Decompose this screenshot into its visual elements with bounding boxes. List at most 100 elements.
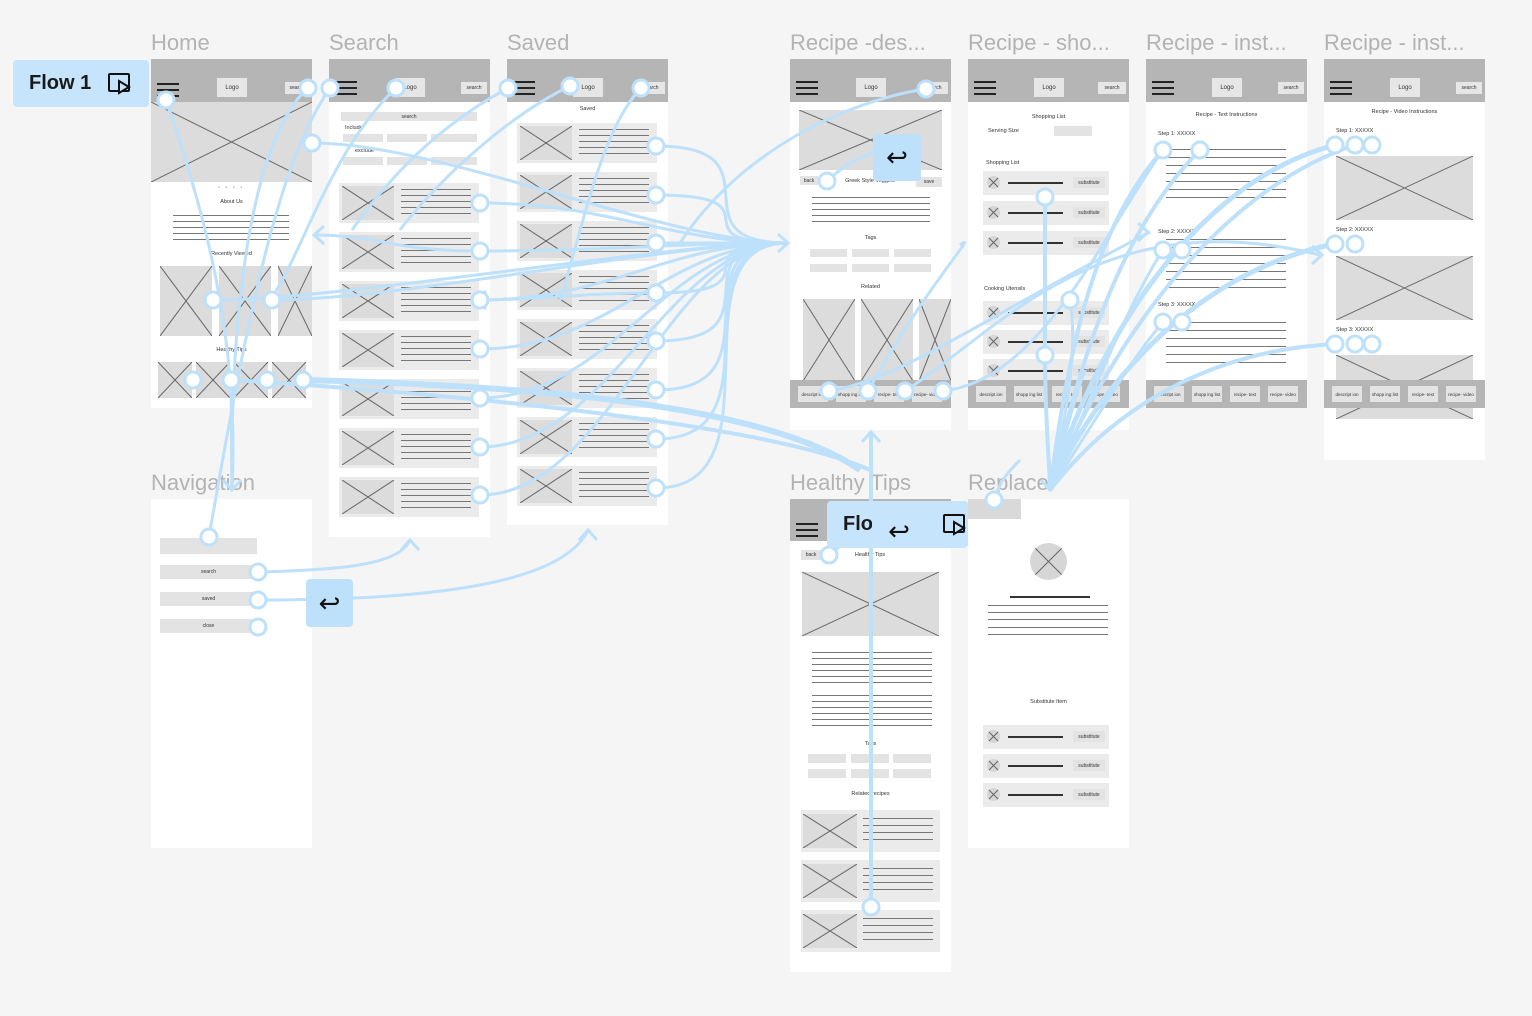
exclude-chip[interactable] [343,157,383,165]
search-button[interactable]: search [1456,82,1482,94]
list-item[interactable]: substitute [983,171,1109,195]
include-chip[interactable] [343,134,383,142]
list-item[interactable] [517,319,657,359]
frame-title-recipe-shopping[interactable]: Recipe - sho... [968,30,1110,55]
include-chip[interactable] [431,134,477,142]
tag-chip[interactable] [808,769,846,778]
nav-item-search[interactable]: search [160,565,257,579]
menu-icon[interactable] [974,81,996,95]
related-card[interactable] [919,299,951,381]
tip-card[interactable] [272,362,306,398]
recipe-tab-1[interactable]: shopp ing list [1014,386,1044,402]
substitute-button[interactable]: substitute [1073,789,1105,800]
tip-card[interactable] [196,362,230,398]
list-item[interactable] [339,232,479,272]
recipe-tab-3[interactable]: recipe- video [912,386,942,402]
list-item[interactable] [801,810,940,852]
tag-chip[interactable] [852,264,889,272]
back-arrow-icon[interactable]: ↩ [873,134,921,181]
tag-chip[interactable] [893,754,931,763]
search-button[interactable]: search [285,82,309,94]
recipe-tab-1[interactable]: shopp ing list [1192,386,1222,402]
list-item[interactable]: substitute [983,725,1109,749]
related-card[interactable] [861,299,913,381]
recipe-tab-2[interactable]: recipe- text [1052,386,1082,402]
recipe-tab-1[interactable]: shopp ing list [1370,386,1400,402]
frame-recipe-text[interactable]: Logo search Recipe - Text Instructions S… [1146,59,1307,408]
tag-chip[interactable] [810,249,847,257]
recipe-tab-0[interactable]: descript ion [798,386,828,402]
search-button[interactable]: search [1098,82,1126,94]
list-item[interactable]: substitute [983,330,1109,354]
menu-icon[interactable] [157,83,179,97]
tag-chip[interactable] [852,249,889,257]
tag-chip[interactable] [894,264,931,272]
list-item[interactable] [517,172,657,212]
tip-card[interactable] [234,362,268,398]
video-placeholder[interactable] [1336,156,1473,220]
tag-chip[interactable] [894,249,931,257]
frame-recipe-video[interactable]: Logo search Recipe - Video Instructions … [1324,59,1485,460]
list-item[interactable] [517,368,657,408]
list-item[interactable]: substitute [983,783,1109,807]
substitute-button[interactable]: substitute [1073,237,1105,248]
nav-item-saved[interactable]: saved [160,592,257,606]
recipe-tab-0[interactable]: descript ion [1154,386,1184,402]
search-button[interactable]: search [1278,82,1304,94]
substitute-button[interactable]: substitute [1073,760,1105,771]
substitute-button[interactable]: substitute [1073,731,1105,742]
menu-icon[interactable] [335,81,357,95]
frame-title-healthy-tips[interactable]: Healthy Tips [790,470,912,495]
list-item[interactable] [517,466,657,506]
exclude-chip[interactable] [431,157,477,165]
back-button[interactable]: back [801,550,821,560]
substitute-button[interactable]: substitute [1073,336,1105,347]
list-item[interactable] [339,183,479,223]
nav-item-close[interactable]: close [160,619,257,633]
menu-icon[interactable] [513,81,535,95]
related-card[interactable] [803,299,855,381]
frame-healthy-tips[interactable]: back Healthy Tips Tags Related recipes [790,499,951,972]
recipe-tab-2[interactable]: recipe- text [1230,386,1260,402]
list-item[interactable] [339,477,479,517]
back-arrow-icon[interactable]: ↩ [888,516,910,546]
frame-title-navigation[interactable]: Navigation [151,470,255,495]
recipe-tab-1[interactable]: shopp ing list [836,386,866,402]
video-placeholder[interactable] [1336,256,1473,320]
menu-icon[interactable] [1152,81,1174,95]
recipe-tab-3[interactable]: recipe- video [1268,386,1298,402]
play-icon[interactable] [942,512,968,538]
list-item[interactable]: substitute [983,754,1109,778]
list-item[interactable] [339,281,479,321]
save-button[interactable]: save [916,177,942,187]
substitute-button[interactable]: substitute [1073,307,1105,318]
menu-icon[interactable] [796,523,818,537]
play-icon[interactable] [107,71,133,97]
menu-icon[interactable] [796,81,818,95]
frame-title-home[interactable]: Home [151,30,210,55]
substitute-button[interactable]: substitute [1073,365,1105,376]
frame-title-replace[interactable]: Replace [968,470,1049,495]
list-item[interactable] [801,860,940,902]
frame-title-saved[interactable]: Saved [507,30,570,55]
recipe-tab-0[interactable]: descript ion [976,386,1006,402]
search-button[interactable]: search [637,82,665,94]
recipe-tab-3[interactable]: recipe- video [1446,386,1476,402]
search-button[interactable]: search [461,82,487,94]
search-button[interactable]: search [920,82,948,94]
tag-chip[interactable] [893,769,931,778]
recipe-tab-3[interactable]: recipe- video [1090,386,1120,402]
frame-title-recipe-video[interactable]: Recipe - inst... [1324,30,1465,55]
list-item[interactable]: substitute [983,201,1109,225]
recipe-tab-0[interactable]: descript ion [1332,386,1362,402]
list-item[interactable]: substitute [983,231,1109,255]
tip-card[interactable] [158,362,192,398]
list-item[interactable] [517,417,657,457]
list-item[interactable] [517,270,657,310]
flow-2-badge[interactable]: Flow 2 [827,501,968,548]
serving-size-input[interactable] [1054,126,1092,136]
frame-title-recipe-description[interactable]: Recipe -des... [790,30,926,55]
frame-saved[interactable]: Logo search Saved [507,59,668,525]
frame-search[interactable]: Logo search search Include exclude [329,59,490,537]
